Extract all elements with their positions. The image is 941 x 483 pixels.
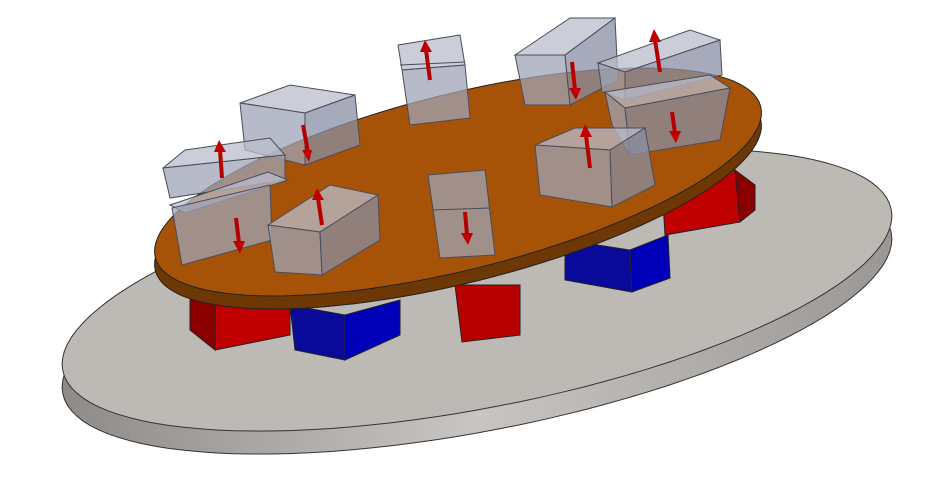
block-6	[534, 124, 656, 208]
magnet-blue-2	[564, 234, 671, 293]
magnet-red-2	[454, 284, 521, 343]
block-5	[603, 74, 732, 156]
block-9	[266, 184, 381, 276]
block-2	[397, 34, 471, 126]
magnet-blue-1	[289, 299, 401, 361]
block-8	[168, 171, 290, 266]
block-10	[427, 169, 496, 259]
